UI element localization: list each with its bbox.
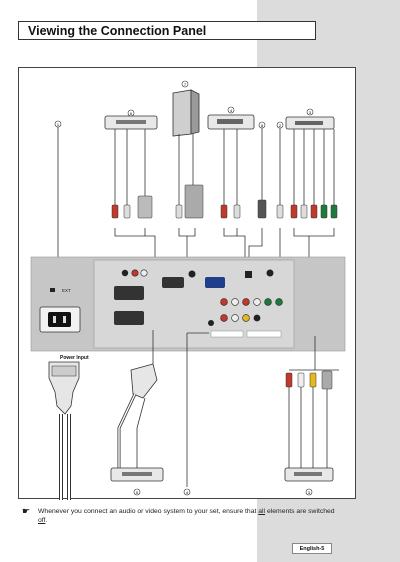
- callout-4-top: 4: [230, 108, 233, 113]
- callout-3-bottom: 3: [308, 490, 311, 495]
- connection-panel-illustration: 6 7 4 3 1 8: [30, 80, 346, 500]
- plug-row: [111, 184, 338, 219]
- note-text-after: .: [45, 517, 48, 524]
- device-3-top: 3: [285, 108, 335, 130]
- callout-2-group: 2: [276, 121, 284, 129]
- callout-4-bottom: 4: [186, 490, 189, 495]
- device-7-tower: 7: [172, 80, 200, 137]
- note-emphasis-all: all: [258, 508, 266, 515]
- power-input-label: Power Input: [60, 355, 89, 361]
- top-cables: [114, 128, 335, 208]
- callout-3-top: 3: [309, 110, 312, 115]
- av-cable-bottom: [285, 336, 339, 468]
- pointing-hand-icon: ☛: [22, 506, 31, 516]
- callout-7: 7: [184, 82, 187, 87]
- device-5-bottom: 5: [110, 467, 164, 496]
- power-input: Power Input: [48, 355, 89, 500]
- safety-note: ☛ Whenever you connect an audio or video…: [22, 507, 342, 525]
- page-number-badge: English-5: [292, 543, 332, 554]
- ext-label: EXT: [62, 288, 71, 293]
- callout-8: 8: [261, 123, 264, 128]
- device-4-top: 4: [207, 106, 255, 130]
- note-text-before: Whenever you connect an audio or video s…: [38, 508, 259, 515]
- connection-diagram: 6 7 4 3 1 8: [18, 67, 356, 500]
- callout-6-top: 6: [130, 111, 133, 116]
- device-3-bottom: 3: [284, 467, 334, 496]
- callout-1: 1: [57, 122, 60, 127]
- note-text-middle: elements are switched: [265, 508, 335, 515]
- note-emphasis-off: off: [38, 517, 46, 524]
- note-text: Whenever you connect an audio or video s…: [38, 507, 342, 525]
- callout-2: 2: [279, 123, 282, 128]
- page-title: Viewing the Connection Panel: [28, 23, 207, 38]
- callout-5: 5: [136, 490, 139, 495]
- page-title-box: Viewing the Connection Panel: [18, 21, 316, 40]
- tv-back-panel: EXT: [30, 256, 346, 352]
- device-6-top: 6: [104, 109, 158, 130]
- scart-cable: [117, 330, 158, 468]
- callout-8-group: 8: [258, 121, 266, 129]
- callout-4-bottom-group: 4: [183, 332, 209, 496]
